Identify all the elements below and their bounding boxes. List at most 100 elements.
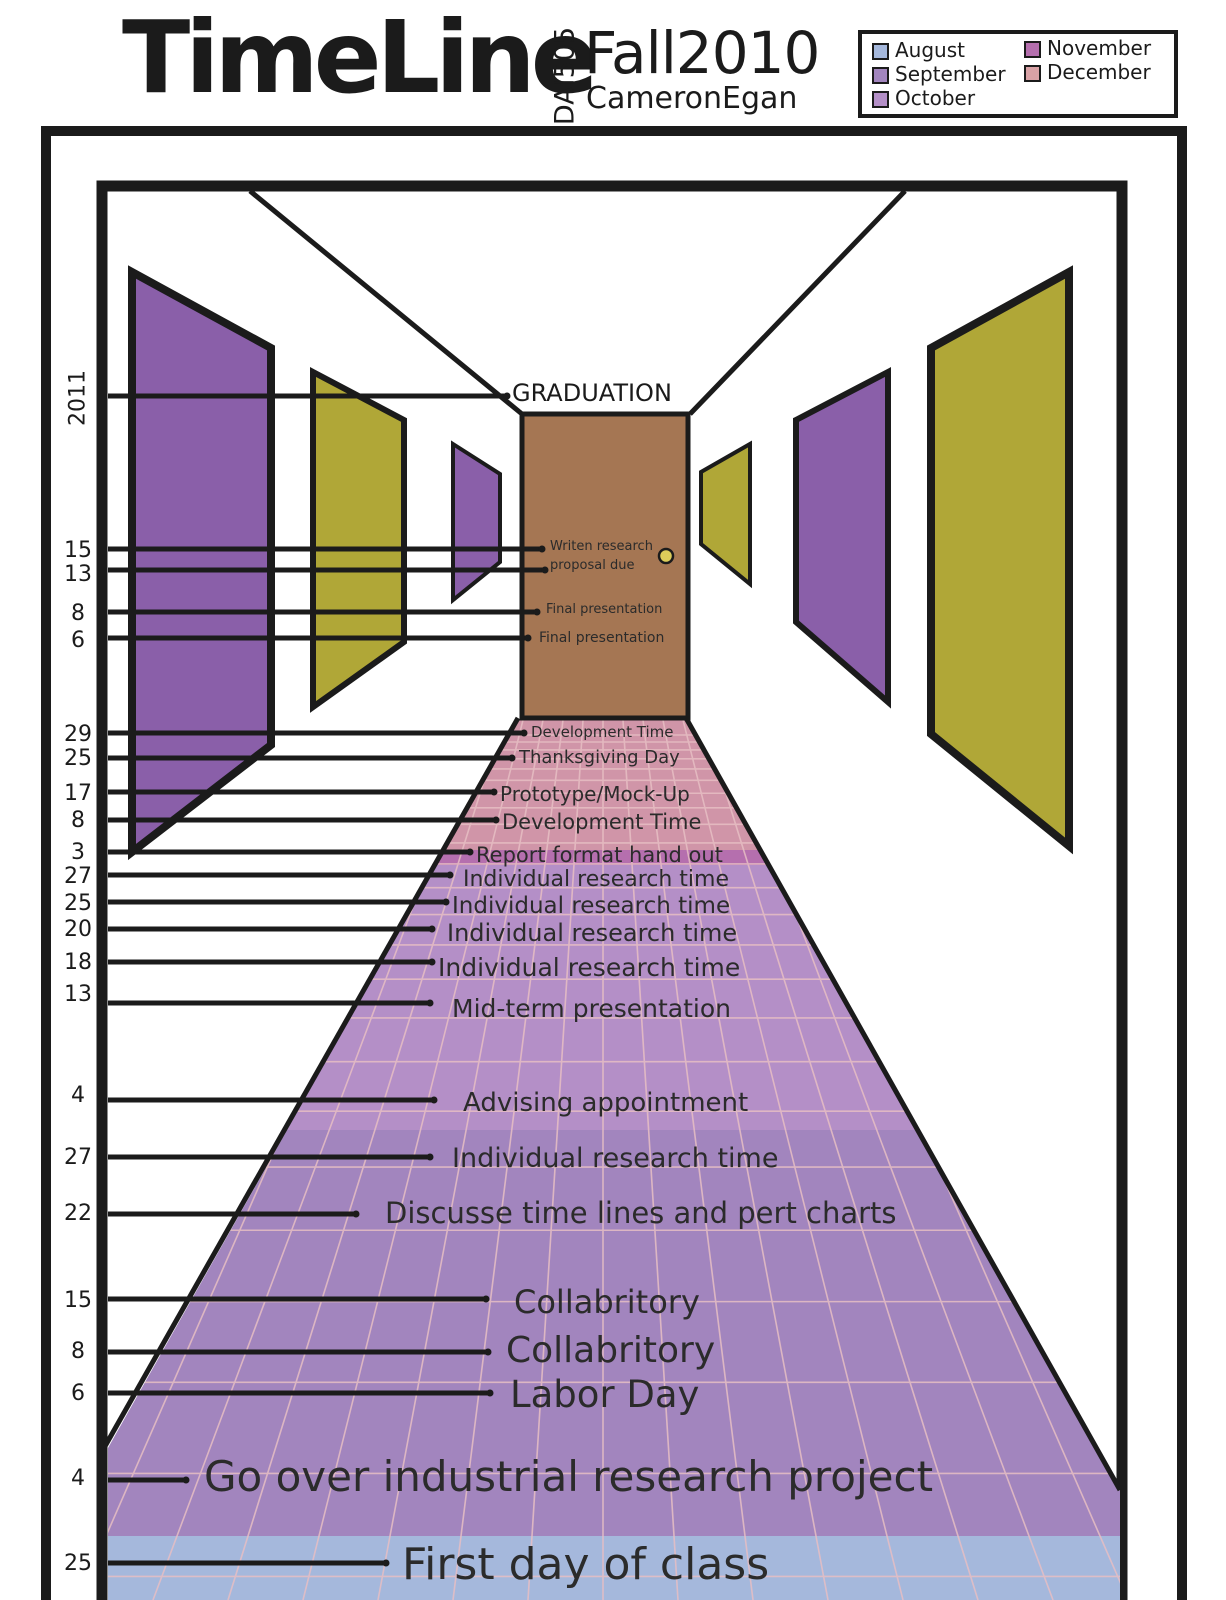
legend-item-september: September xyxy=(872,64,1006,84)
day-label: 6 xyxy=(71,628,85,653)
doorknob xyxy=(657,547,675,565)
day-label: 17 xyxy=(64,781,92,806)
day-label: 15 xyxy=(64,538,92,563)
leader-dot xyxy=(482,1295,490,1303)
event-label: Development Time xyxy=(502,810,702,834)
event-label: Labor Day xyxy=(510,1373,700,1416)
event-label: proposal due xyxy=(550,558,635,573)
event-label: Individual research time xyxy=(463,867,730,892)
day-label: 13 xyxy=(64,562,92,587)
event-label: Discusse time lines and pert charts xyxy=(385,1196,897,1230)
legend-swatch xyxy=(1024,65,1041,82)
panel-right-small xyxy=(699,440,752,589)
floor-grid-line xyxy=(152,720,604,1600)
event-label: Final presentation xyxy=(546,602,663,617)
floor-grid-line xyxy=(377,720,604,1600)
leader-dot xyxy=(428,958,436,966)
floor-august xyxy=(108,1536,1120,1600)
day-label: 6 xyxy=(71,1381,85,1406)
floor-grid-line xyxy=(602,720,679,1600)
event-label: First day of class xyxy=(402,1539,770,1590)
ceiling-line-right xyxy=(688,189,907,416)
leader-dot xyxy=(430,1096,438,1104)
legend-item-october: October xyxy=(872,88,975,108)
event-label: Thanksgiving Day xyxy=(519,747,680,768)
leader-dot xyxy=(426,1153,434,1161)
leader-dot xyxy=(508,754,516,762)
year-label-text: 2011 xyxy=(65,370,91,426)
event-label: Mid-term presentation xyxy=(452,994,731,1023)
day-label: 20 xyxy=(64,917,92,942)
leader-lines xyxy=(108,392,549,1567)
day-label: 25 xyxy=(64,1551,92,1576)
door xyxy=(519,411,691,721)
day-label: 27 xyxy=(64,864,92,889)
floor-grid-line xyxy=(602,720,904,1600)
floor-grid-line xyxy=(602,720,1054,1600)
leader-dot xyxy=(533,608,541,616)
floor-grid-line xyxy=(602,720,829,1600)
leader-dot xyxy=(490,788,498,796)
legend-swatch xyxy=(1024,41,1041,58)
day-label: 15 xyxy=(64,1288,92,1313)
event-label: Report format hand out xyxy=(476,843,723,867)
day-label: 25 xyxy=(64,746,92,771)
floor-grid-line xyxy=(602,720,979,1600)
legend-label: October xyxy=(895,86,976,110)
author-name: CameronEgan xyxy=(586,81,798,116)
day-label: 29 xyxy=(64,722,92,747)
day-label: 8 xyxy=(71,808,85,833)
year-label: 2011 xyxy=(58,368,98,428)
legend-label: December xyxy=(1047,60,1151,84)
event-label: Development Time xyxy=(531,723,674,741)
legend-item-august: August xyxy=(872,40,965,60)
legend-label: August xyxy=(895,38,965,62)
leader-dot xyxy=(426,999,434,1007)
day-label: 13 xyxy=(64,982,92,1007)
legend-item-november: November xyxy=(1024,38,1151,58)
legend-swatch xyxy=(872,91,889,108)
floor-grid-line xyxy=(302,720,604,1600)
event-label: Individual research time xyxy=(452,1143,779,1174)
page-title: TimeLine xyxy=(122,0,599,116)
floor-grid-line xyxy=(452,720,604,1600)
event-label: Prototype/Mock-Up xyxy=(500,782,690,806)
event-label: Advising appointment xyxy=(463,1088,749,1118)
leader-dot xyxy=(442,898,450,906)
day-label: 8 xyxy=(71,1339,85,1364)
event-label: Individual research time xyxy=(438,953,741,982)
event-label: Writen research xyxy=(550,539,653,554)
day-label: 4 xyxy=(71,1083,85,1108)
leader-dot xyxy=(182,1476,190,1484)
leader-dot xyxy=(484,1348,492,1356)
floor-grid-line xyxy=(527,720,604,1600)
leader-dot xyxy=(486,1389,494,1397)
leader-dot xyxy=(524,634,532,642)
day-label: 8 xyxy=(71,601,85,626)
legend-swatch xyxy=(872,67,889,84)
panel-left-large xyxy=(128,265,275,861)
event-label: Collabritory xyxy=(514,1283,700,1321)
legend-swatch xyxy=(872,43,889,60)
legend-label: November xyxy=(1047,36,1152,60)
event-label: Final presentation xyxy=(539,630,665,646)
event-label: Collabritory xyxy=(506,1330,716,1371)
ceiling-line-left xyxy=(248,189,524,416)
legend-label: September xyxy=(895,62,1006,86)
term-label: Fall2010 xyxy=(584,19,820,87)
floor-grid-line xyxy=(602,720,754,1600)
panel-right-large xyxy=(927,265,1073,855)
floor-grid-line xyxy=(227,720,604,1600)
event-graduation: GRADUATION xyxy=(512,379,672,407)
floor-edge-left xyxy=(101,716,521,1450)
month-legend: August September October November Decemb… xyxy=(858,30,1178,118)
legend-item-december: December xyxy=(1024,62,1151,82)
event-label: Individual research time xyxy=(452,893,731,919)
inner-frame xyxy=(96,180,1128,1600)
floor-edge-right xyxy=(683,716,1123,1492)
event-label: Individual research time xyxy=(447,919,738,947)
leader-dot xyxy=(492,816,500,824)
day-label: 4 xyxy=(71,1466,85,1491)
panel-right-mid xyxy=(793,367,891,709)
